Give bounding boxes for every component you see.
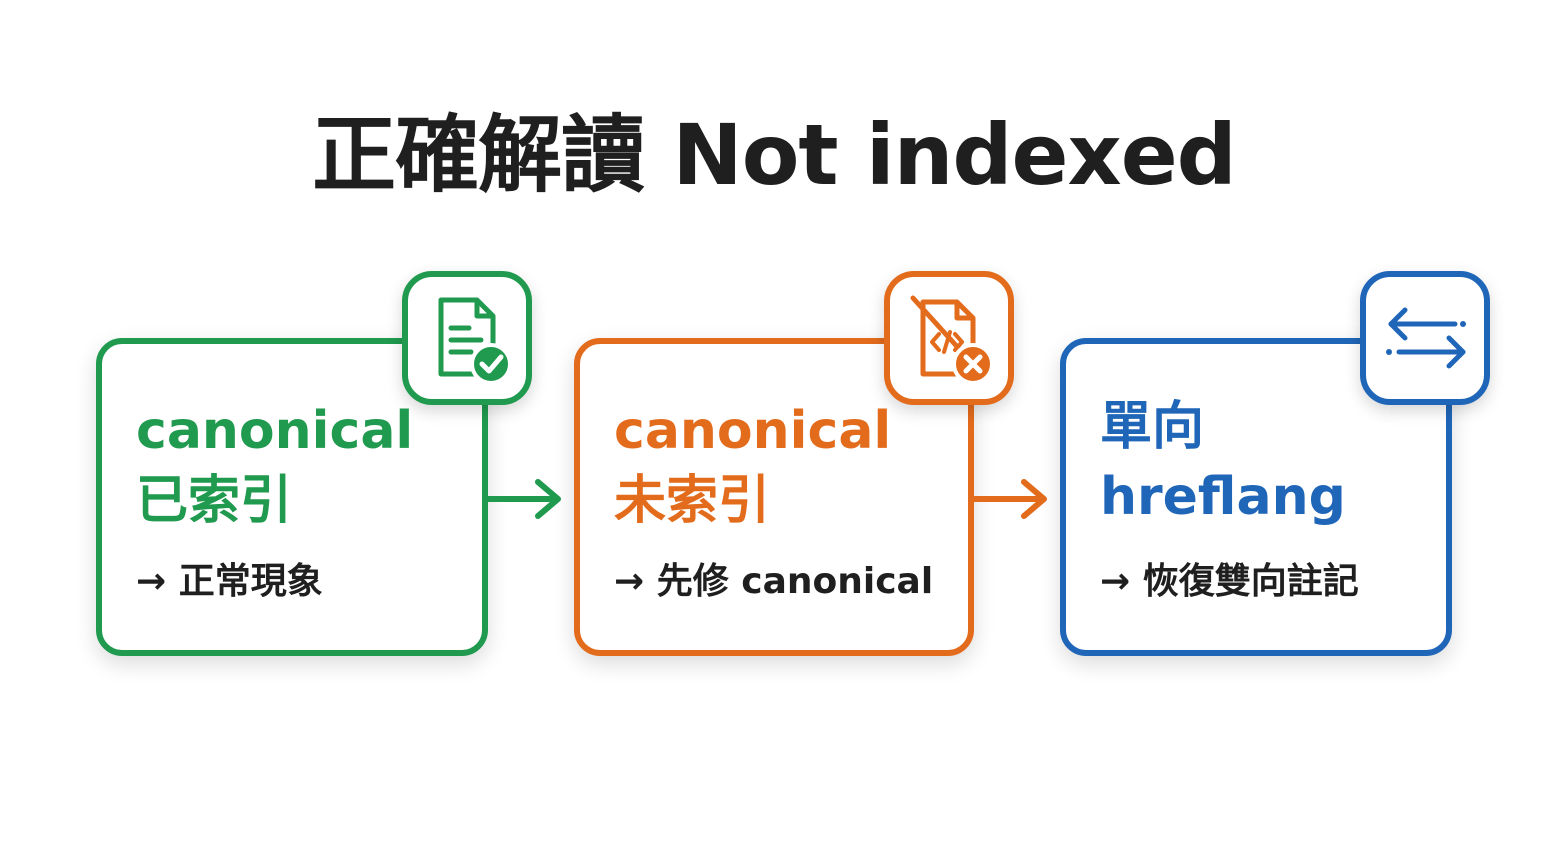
card-heading-line1: 單向 (1100, 397, 1205, 457)
page-title: 正確解讀 Not indexed (312, 106, 1237, 204)
arrow-right-icon (972, 479, 1047, 519)
card-heading-line1: canonical (614, 401, 892, 461)
document-check-icon (402, 271, 532, 405)
document-code-error-icon (884, 271, 1014, 405)
card-heading-line2: 已索引 (136, 471, 293, 531)
arrow-right-icon (486, 479, 561, 519)
card-heading-line2: 未索引 (614, 471, 771, 531)
bidirectional-arrows-icon (1360, 271, 1490, 405)
card-note: → 恢復雙向註記 (1100, 561, 1359, 602)
card-heading-line1: canonical (136, 401, 414, 461)
card-heading: canonical 已索引 (136, 396, 413, 536)
card-note: → 先修 canonical (614, 561, 934, 602)
card-heading: canonical 未索引 (614, 396, 891, 536)
card-heading-line2: hreflang (1100, 467, 1346, 527)
card-note: → 正常現象 (136, 561, 323, 602)
card-heading: 單向 hreflang (1100, 392, 1346, 532)
